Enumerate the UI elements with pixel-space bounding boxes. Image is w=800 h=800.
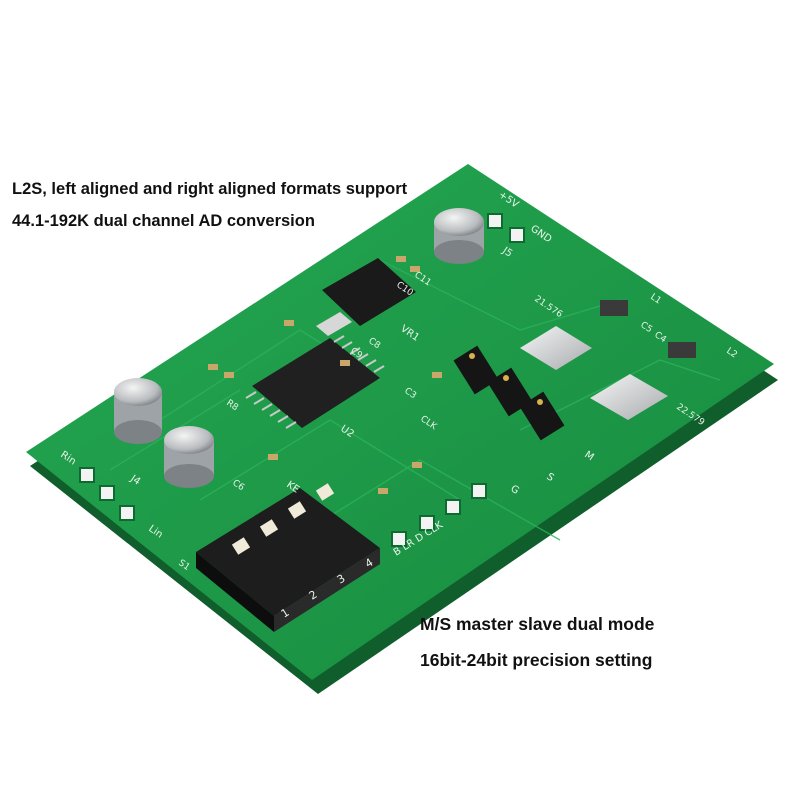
crystal-oscillator-1	[520, 326, 592, 370]
silk-l2: L2	[724, 346, 739, 360]
caption-master-slave: M/S master slave dual mode	[420, 614, 655, 634]
silk-l1: L1	[648, 292, 663, 306]
silk-s: S	[544, 471, 555, 484]
capacitor-470uf	[434, 208, 484, 264]
dip-switch	[196, 483, 380, 632]
crystal-oscillator-2	[590, 374, 668, 420]
capacitor-470uf-left	[114, 378, 162, 444]
pin-pads	[79, 213, 525, 547]
caption-precision: 16bit-24bit precision setting	[420, 650, 653, 670]
silk-j5: J5	[499, 245, 514, 260]
smd-components	[208, 256, 696, 494]
jumper-headers	[453, 345, 565, 441]
caption-ad-conversion: 44.1-192K dual channel AD conversion	[12, 212, 315, 230]
caption-format-support: L2S, left aligned and right aligned form…	[12, 180, 408, 198]
voltage-regulator	[316, 258, 416, 336]
capacitor-47uf	[164, 426, 214, 488]
silk-j4: J4	[127, 473, 142, 488]
